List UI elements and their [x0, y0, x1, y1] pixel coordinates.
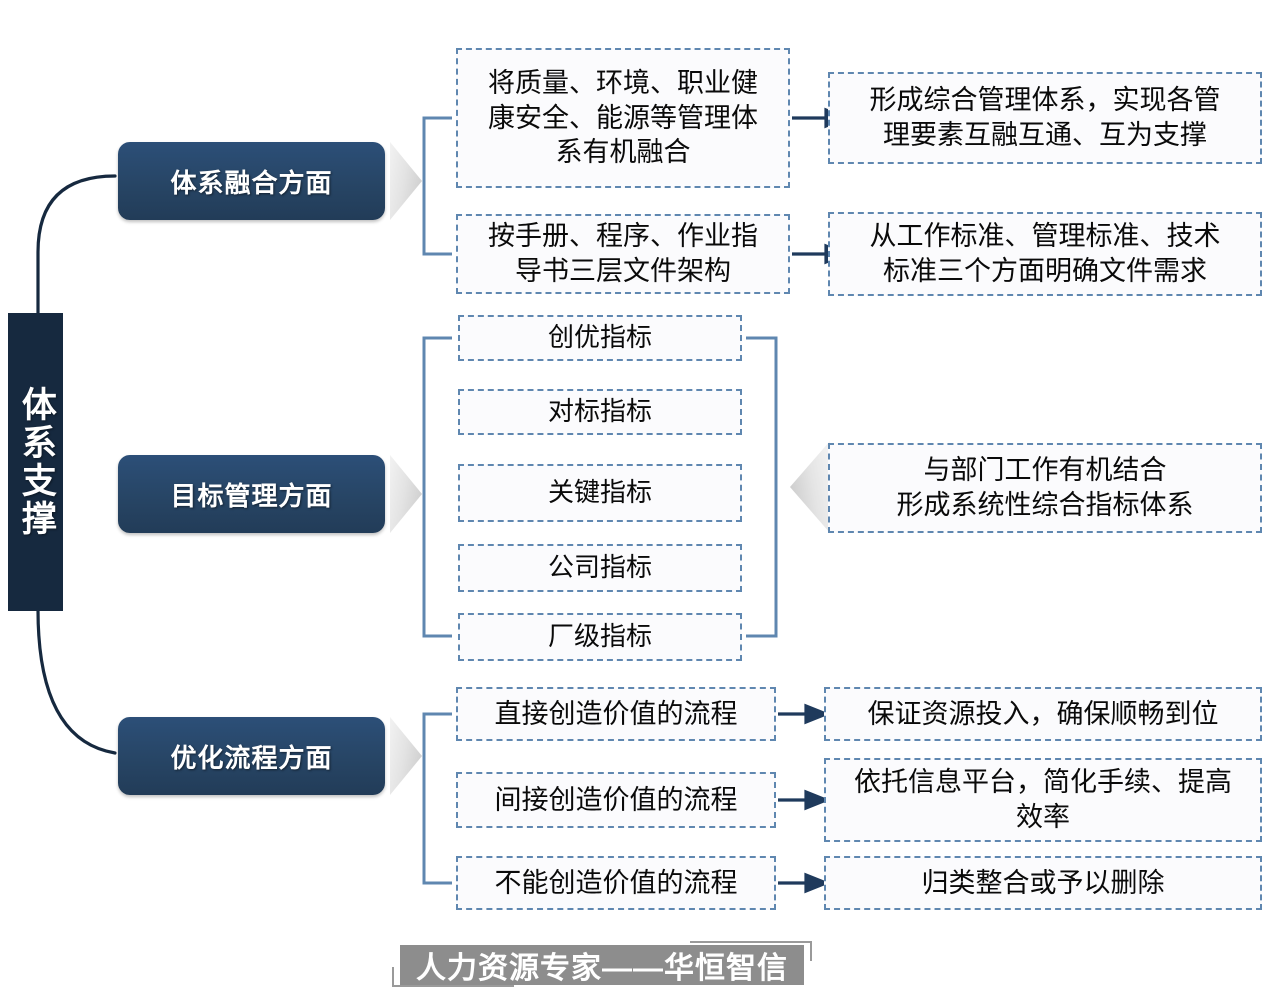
- branch-label-goal-management: 目标管理方面: [170, 480, 333, 511]
- integration-source-text-1: 将质量、环境、职业健 康安全、能源等管理体 系有机融合: [488, 68, 758, 168]
- chevron-left-icon-goal-summary: [790, 441, 830, 533]
- footer-plate: 人力资源专家——华恒智信: [400, 945, 804, 985]
- footer-bracket-bottom-left: [392, 967, 514, 987]
- goal-indicator-text-3: 关键指标: [547, 477, 652, 508]
- goal-indicator-box-2[interactable]: 对标指标: [458, 389, 742, 435]
- integration-source-text-2: 按手册、程序、作业指 导书三层文件架构: [488, 221, 758, 286]
- process-result-text-1: 保证资源投入，确保顺畅到位: [867, 698, 1219, 729]
- goal-indicator-box-1[interactable]: 创优指标: [458, 315, 742, 361]
- integration-result-box-1[interactable]: 形成综合管理体系，实现各管 理要素互融互通、互为支撑: [828, 72, 1262, 164]
- branch-pill-goal-management[interactable]: 目标管理方面: [118, 455, 385, 533]
- integration-result-box-2[interactable]: 从工作标准、管理标准、技术 标准三个方面明确文件需求: [828, 212, 1262, 296]
- process-source-text-2: 间接创造价值的流程: [494, 784, 738, 815]
- chevron-right-icon-goal-management: [390, 455, 422, 533]
- process-source-box-1[interactable]: 直接创造价值的流程: [456, 687, 776, 741]
- integration-result-text-2: 从工作标准、管理标准、技术 标准三个方面明确文件需求: [869, 221, 1221, 286]
- bracket-process: [422, 712, 452, 885]
- goal-indicator-text-2: 对标指标: [547, 396, 652, 427]
- footer-watermark-text: 人力资源专家——华恒智信: [416, 952, 788, 985]
- integration-result-text-1: 形成综合管理体系，实现各管 理要素互融互通、互为支撑: [869, 85, 1221, 150]
- goal-indicator-box-4[interactable]: 公司指标: [458, 544, 742, 592]
- goal-indicator-text-4: 公司指标: [547, 552, 652, 583]
- curve-connector-bottom: [36, 608, 117, 755]
- vertical-title-bar: 体系支撑: [8, 313, 63, 611]
- goal-summary-text: 与部门工作有机结合 形成系统性综合指标体系: [896, 455, 1194, 520]
- goal-indicator-box-3[interactable]: 关键指标: [458, 464, 742, 522]
- process-source-text-1: 直接创造价值的流程: [494, 698, 738, 729]
- chevron-right-icon-system-integration: [390, 142, 422, 220]
- goal-summary-box[interactable]: 与部门工作有机结合 形成系统性综合指标体系: [828, 443, 1262, 533]
- branch-pill-system-integration[interactable]: 体系融合方面: [118, 142, 385, 220]
- footer-bracket-top-right: [690, 941, 812, 961]
- process-result-box-2[interactable]: 依托信息平台，简化手续、提高 效率: [824, 758, 1262, 842]
- goal-indicator-text-5: 厂级指标: [547, 621, 652, 652]
- bracket-integration: [422, 116, 452, 256]
- footer-watermark: 人力资源专家——华恒智信: [392, 941, 812, 987]
- branch-label-system-integration: 体系融合方面: [170, 167, 333, 198]
- process-result-text-3: 归类整合或予以删除: [921, 867, 1165, 898]
- process-result-box-1[interactable]: 保证资源投入，确保顺畅到位: [824, 687, 1262, 741]
- branch-pill-process-optimization[interactable]: 优化流程方面: [118, 717, 385, 795]
- process-source-box-3[interactable]: 不能创造价值的流程: [456, 856, 776, 910]
- bracket-goal-right: [746, 336, 778, 638]
- integration-source-box-1[interactable]: 将质量、环境、职业健 康安全、能源等管理体 系有机融合: [456, 48, 790, 188]
- process-result-text-2: 依托信息平台，简化手续、提高 效率: [854, 767, 1232, 832]
- goal-indicator-text-1: 创优指标: [547, 322, 652, 353]
- integration-source-box-2[interactable]: 按手册、程序、作业指 导书三层文件架构: [456, 214, 790, 294]
- goal-indicator-box-5[interactable]: 厂级指标: [458, 613, 742, 661]
- process-result-box-3[interactable]: 归类整合或予以删除: [824, 856, 1262, 910]
- vertical-title-text: 体系支撑: [16, 386, 56, 538]
- arrow-process-2: [778, 789, 831, 811]
- arrow-process-1: [778, 703, 831, 725]
- branch-label-process-optimization: 优化流程方面: [170, 742, 333, 773]
- process-source-text-3: 不能创造价值的流程: [494, 867, 738, 898]
- chevron-right-icon-process-optimization: [390, 717, 422, 795]
- bracket-goal-left: [422, 336, 452, 638]
- arrow-process-3: [778, 872, 831, 894]
- process-source-box-2[interactable]: 间接创造价值的流程: [456, 772, 776, 828]
